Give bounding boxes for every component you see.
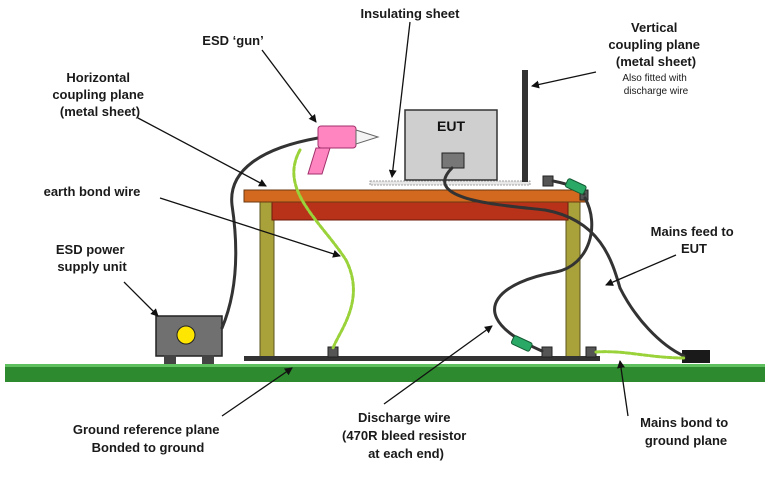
eut-box: EUT	[404, 109, 498, 181]
test-table	[243, 189, 600, 361]
esd-gun-body	[317, 125, 357, 149]
leader-mains-feed	[605, 254, 677, 286]
leader-esd-gun	[261, 49, 317, 123]
table-foot-bar	[244, 356, 600, 361]
label-mains-bond: Mains bond to ground plane	[640, 415, 732, 448]
discharge-wire-ground-connector	[541, 346, 553, 358]
label-vertical-plane: Vertical coupling plane (metal sheet)	[608, 20, 703, 69]
leader-mains-bond	[617, 360, 629, 417]
esd-gun-handle	[307, 147, 331, 175]
mains-feed-cable	[618, 286, 686, 358]
label-ground-ref: Ground reference plane Bonded to ground	[73, 422, 223, 455]
label-horizontal-plane: Horizontal coupling plane (metal sheet)	[52, 70, 147, 119]
ground-reference-plane	[5, 364, 765, 382]
esd-gun	[307, 125, 380, 175]
leader-horizontal-plane	[137, 117, 267, 187]
leader-vertical-plane	[531, 71, 597, 89]
bleed-resistor-bottom	[510, 335, 533, 352]
mains-bond-wire	[594, 350, 686, 360]
label-esd-psu: ESD power supply unit	[56, 242, 128, 274]
label-earth-bond-wire: earth bond wire	[44, 184, 141, 199]
table-leg-left	[259, 197, 275, 359]
label-discharge-wire: Discharge wire (470R bleed resistor at e…	[342, 410, 470, 461]
label-mains-feed: Mains feed to EUT	[651, 224, 738, 256]
leader-esd-psu	[123, 281, 159, 317]
leader-ground-ref	[221, 367, 293, 417]
esd-gun-tip	[355, 129, 380, 145]
leader-discharge-wire	[383, 325, 493, 405]
psu-indicator-lamp	[176, 325, 196, 345]
vertical-coupling-plane	[522, 70, 528, 182]
label-esd-gun: ESD ‘gun’	[202, 33, 263, 48]
insulating-sheet	[369, 180, 531, 186]
horizontal-coupling-plane	[243, 189, 587, 203]
leader-insulating-sheet	[388, 21, 411, 178]
eut-label: EUT	[437, 118, 465, 134]
leader-earth-bond-wire	[159, 197, 341, 258]
mains-plug	[682, 350, 710, 363]
gun-cable	[220, 136, 320, 330]
ground-plane-highlight	[5, 364, 765, 367]
esd-power-supply-unit	[155, 315, 223, 364]
bleed-resistor-top	[564, 178, 587, 195]
eut-port	[441, 152, 465, 169]
eut-cable	[443, 166, 622, 290]
earth-bond-wire	[292, 148, 355, 350]
table-apron	[271, 199, 569, 221]
label-insulating-sheet: Insulating sheet	[361, 6, 461, 21]
label-vertical-plane-note: Also fitted with discharge wire	[622, 73, 689, 97]
